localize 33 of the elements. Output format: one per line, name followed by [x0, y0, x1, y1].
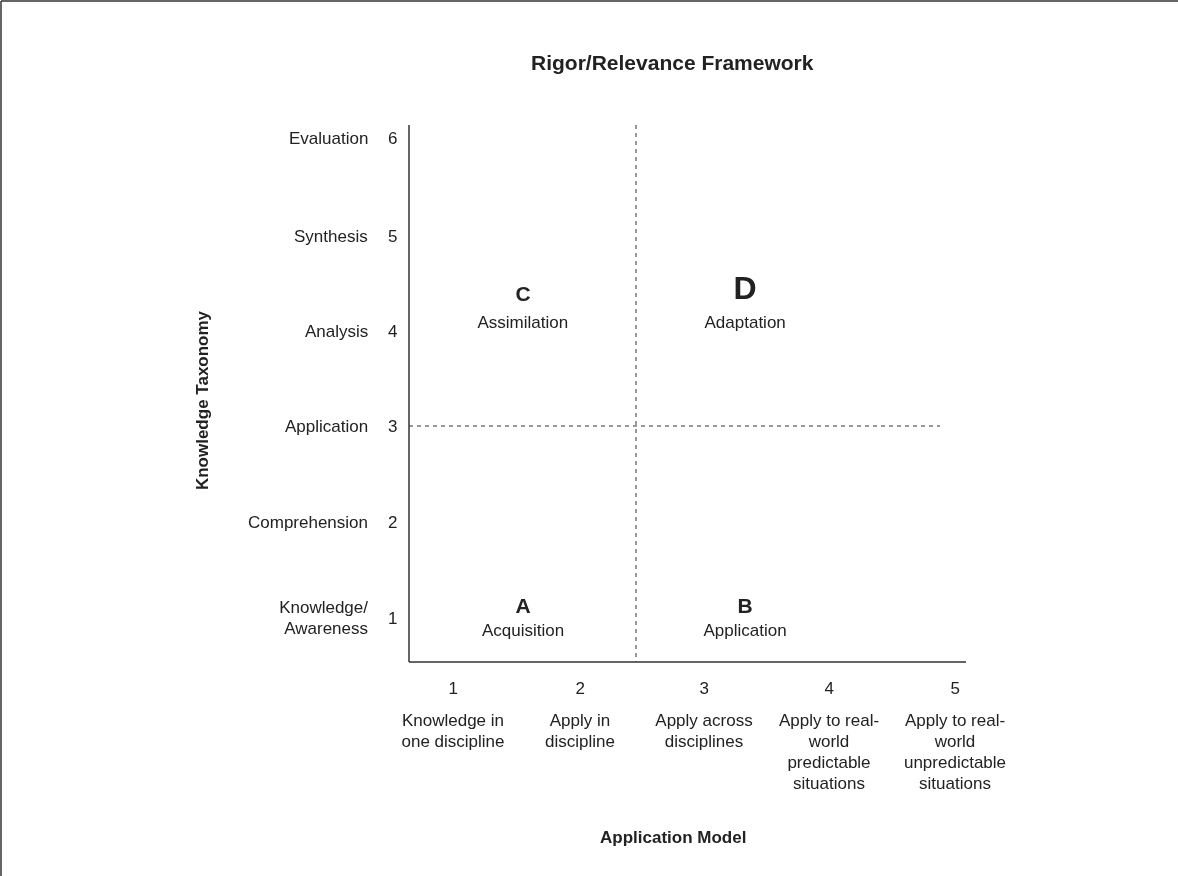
quadrant-letter: A: [515, 594, 531, 616]
level-label: Analysis: [305, 320, 369, 342]
quadrant-name: Assimilation: [477, 311, 569, 333]
quadrant-letter: C: [515, 282, 531, 304]
level-label: Apply to real-world unpredictable situations: [902, 710, 1008, 794]
level-label: Knowledge in one discipline: [400, 710, 506, 752]
level-number: 1: [448, 677, 458, 699]
chart-title: Rigor/Relevance Framework: [531, 51, 814, 73]
level-number: 3: [699, 677, 709, 699]
level-number: 4: [824, 677, 834, 699]
quadrant-letter: B: [737, 594, 753, 616]
level-number: 1: [388, 607, 398, 629]
axis-title: Knowledge Taxonomy: [191, 310, 213, 490]
quadrant-name: Adaptation: [704, 311, 786, 333]
level-label: Knowledge/ Awareness: [278, 597, 368, 639]
quadrant-letter: D: [733, 277, 757, 299]
quadrant-name: Application: [703, 619, 787, 641]
level-number: 3: [388, 415, 398, 437]
level-label: Application: [285, 415, 369, 437]
level-label: Comprehension: [248, 511, 368, 533]
level-number: 5: [388, 225, 398, 247]
level-number: 6: [388, 127, 398, 149]
axis-title: Application Model: [600, 826, 747, 848]
level-label: Apply across disciplines: [654, 710, 754, 752]
level-number: 5: [950, 677, 960, 699]
level-label: Apply to real-world predictable situations: [777, 710, 881, 794]
level-label: Synthesis: [294, 225, 368, 247]
level-number: 2: [388, 511, 398, 533]
level-label: Evaluation: [289, 127, 369, 149]
level-number: 2: [575, 677, 585, 699]
quadrant-name: Acquisition: [482, 619, 565, 641]
level-label: Apply in discipline: [544, 710, 616, 752]
level-number: 4: [388, 320, 398, 342]
